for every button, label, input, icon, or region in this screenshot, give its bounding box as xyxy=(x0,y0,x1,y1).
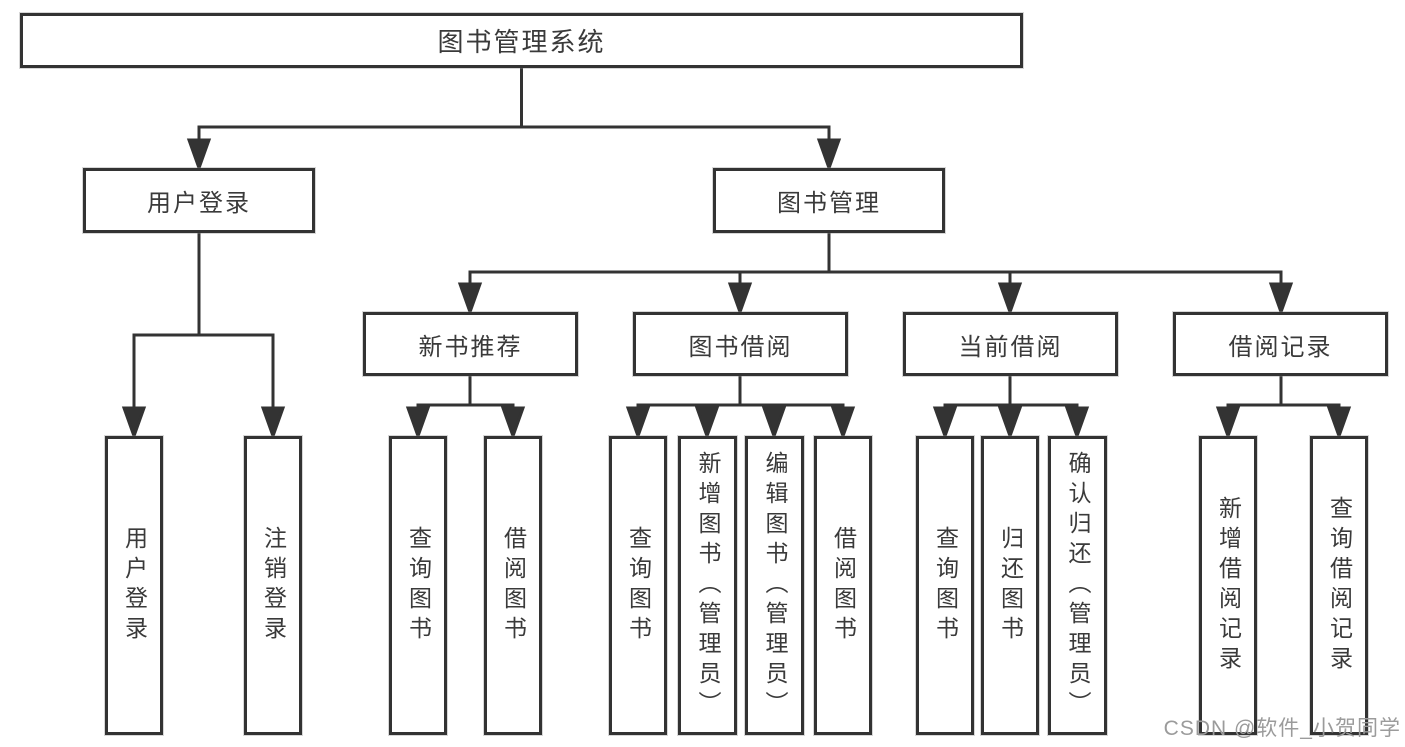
leaf-add-borrow-record: 新增借阅记录 xyxy=(1199,436,1257,735)
connector-group xyxy=(121,68,1352,441)
watermark: CSDN @软件_小贺同学 xyxy=(1163,717,1401,740)
leaf-return-books: 归还图书 xyxy=(981,436,1039,735)
node-book-borrowing: 图书借阅 xyxy=(633,312,848,376)
leaf-add-books-admin: 新增图书（管理员） xyxy=(678,436,737,735)
leaf-query-books-borrow: 查询图书 xyxy=(609,436,667,735)
leaf-confirm-return-admin: 确认归还（管理员） xyxy=(1048,436,1107,735)
leaf-borrow-books-recommend: 借阅图书 xyxy=(484,436,542,735)
node-borrowing-records: 借阅记录 xyxy=(1173,312,1388,376)
node-book-management: 图书管理 xyxy=(713,168,945,233)
leaf-edit-books-admin: 编辑图书（管理员） xyxy=(745,436,804,735)
leaf-query-books-current: 查询图书 xyxy=(916,436,974,735)
leaf-logout: 注销登录 xyxy=(244,436,302,735)
leaf-query-books-recommend: 查询图书 xyxy=(389,436,447,735)
node-user-login: 用户登录 xyxy=(83,168,315,233)
node-root-library-system: 图书管理系统 xyxy=(20,13,1023,68)
leaf-user-login: 用户登录 xyxy=(105,436,163,735)
node-new-book-recommendation: 新书推荐 xyxy=(363,312,578,376)
node-current-borrowing: 当前借阅 xyxy=(903,312,1118,376)
leaf-query-borrow-record: 查询借阅记录 xyxy=(1310,436,1368,735)
leaf-borrow-books-borrow: 借阅图书 xyxy=(814,436,872,735)
